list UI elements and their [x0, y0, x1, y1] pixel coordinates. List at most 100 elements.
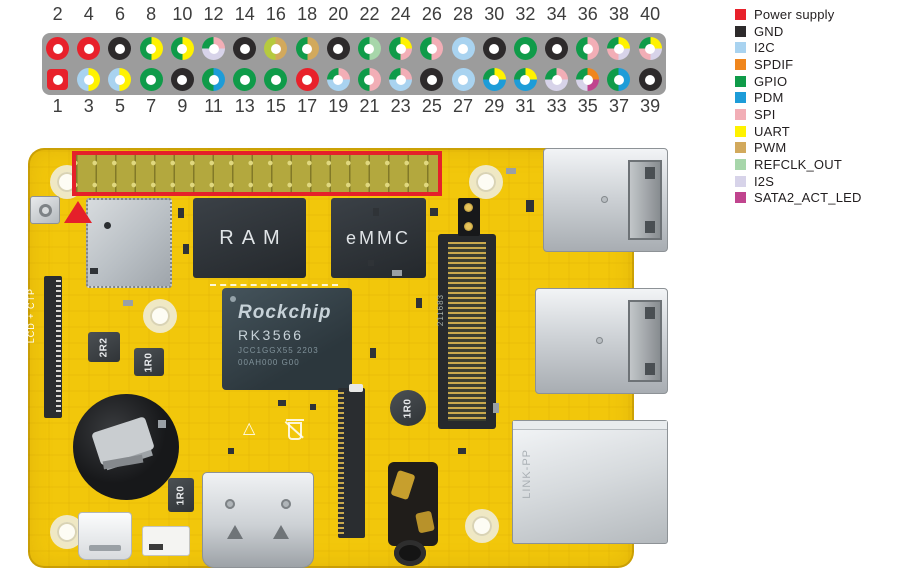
- inductor-label: 1R0: [402, 398, 414, 418]
- gpio-header-highlight: [72, 151, 442, 196]
- inductor-label: 1R0: [143, 352, 155, 372]
- usb-port-top: [543, 148, 668, 252]
- legend-label: UART: [754, 123, 790, 139]
- pin-4: [77, 37, 101, 60]
- legend-swatch: [735, 8, 746, 20]
- lcd-connector: [44, 276, 62, 418]
- legend-swatch: [735, 125, 746, 137]
- pin-17: [295, 68, 319, 91]
- legend-item-i2s: I2S: [735, 173, 862, 190]
- gpio-header-connector: [76, 155, 438, 192]
- legend-item-i2c: I2C: [735, 39, 862, 56]
- legend-swatch: [735, 92, 746, 104]
- ethernet-label: LINK-PP: [521, 449, 533, 499]
- pin-number-10: 10: [172, 4, 193, 24]
- hdmi-port: [202, 472, 314, 568]
- antenna-connector: [30, 196, 60, 224]
- legend-label: GND: [754, 23, 784, 39]
- m2-slot-pins: [448, 242, 486, 421]
- pin1-arrow: [64, 201, 92, 223]
- pin-number-26: 26: [421, 4, 442, 24]
- pin-number-35: 35: [577, 96, 598, 116]
- power-connector: [142, 526, 190, 556]
- pin-number-6: 6: [114, 4, 125, 24]
- pin-number-25: 25: [421, 96, 442, 116]
- legend-swatch: [735, 58, 746, 70]
- pin-34: [545, 37, 569, 60]
- pin-38: [607, 37, 631, 60]
- pin-number-2: 2: [52, 4, 63, 24]
- pin-19: [326, 68, 350, 91]
- pin-number-18: 18: [297, 4, 318, 24]
- legend-label: GPIO: [754, 73, 788, 89]
- mounting-hole: [57, 522, 77, 542]
- legend-item-gpio: GPIO: [735, 73, 862, 90]
- pin-number-23: 23: [390, 96, 411, 116]
- pin-31: [513, 68, 537, 91]
- soc-model-label: RK3566: [238, 327, 304, 343]
- pin-20: [326, 37, 350, 60]
- emmc-chip: eMMC: [331, 198, 426, 278]
- pin-number-13: 13: [234, 96, 255, 116]
- inductor: 2R2: [88, 332, 120, 362]
- silkscreen-dashed-line: [210, 284, 338, 286]
- pin-21: [357, 68, 381, 91]
- legend-swatch: [735, 25, 746, 37]
- legend-label: Power supply: [754, 6, 835, 22]
- pin-26: [420, 37, 444, 60]
- pin-3: [77, 68, 101, 91]
- pin-number-31: 31: [515, 96, 536, 116]
- legend-swatch: [735, 42, 746, 54]
- board-photo: RAM eMMC Rockchip RK3566 JCC1GGX55 2203 …: [26, 148, 668, 568]
- pin-number-24: 24: [390, 4, 411, 24]
- legend-label: PWM: [754, 140, 787, 156]
- pin-12: [202, 37, 226, 60]
- pin-36: [576, 37, 600, 60]
- pin-number-17: 17: [297, 96, 318, 116]
- soc-marking-line2: 00AH000 G00: [238, 358, 300, 367]
- pin-7: [139, 68, 163, 91]
- pin-10: [170, 37, 194, 60]
- legend-item-gnd: GND: [735, 23, 862, 40]
- pin-40: [638, 37, 662, 60]
- rtc-battery: [73, 394, 179, 500]
- pin-35: [576, 68, 600, 91]
- soc-chip: Rockchip RK3566 JCC1GGX55 2203 00AH000 G…: [222, 288, 352, 390]
- inductor: 1R0: [168, 478, 194, 512]
- pin-number-39: 39: [640, 96, 661, 116]
- pin-number-15: 15: [265, 96, 286, 116]
- pin-number-29: 29: [484, 96, 505, 116]
- inductor: 1R0: [390, 390, 426, 426]
- audio-jack: [388, 462, 438, 546]
- weee-symbol: [286, 419, 304, 440]
- pin-number-1: 1: [52, 96, 63, 116]
- pin-number-21: 21: [359, 96, 380, 116]
- legend-item-pdm: PDM: [735, 89, 862, 106]
- pin-39: [638, 68, 662, 91]
- legend-label: SPDIF: [754, 56, 794, 72]
- pin-row-even: [42, 37, 666, 60]
- mounting-hole: [476, 172, 496, 192]
- pin-14: [233, 37, 257, 60]
- pin-22: [357, 37, 381, 60]
- pin-33: [545, 68, 569, 91]
- ram-chip-label: RAM: [219, 226, 288, 249]
- legend-item-uart: UART: [735, 123, 862, 140]
- audio-jack-barrel: [394, 540, 426, 566]
- pin-30: [482, 37, 506, 60]
- pin-18: [295, 37, 319, 60]
- pin-header-band: [42, 33, 666, 95]
- pin-6: [108, 37, 132, 60]
- pin-27: [451, 68, 475, 91]
- pin-5: [108, 68, 132, 91]
- pin-number-7: 7: [146, 96, 157, 116]
- pin-24: [389, 37, 413, 60]
- pin-37: [607, 68, 631, 91]
- pin-number-36: 36: [577, 4, 598, 24]
- pin-28: [451, 37, 475, 60]
- mounting-hole: [150, 306, 170, 326]
- pin-number-16: 16: [265, 4, 286, 24]
- soc-marking-line1: JCC1GGX55 2203: [238, 346, 319, 355]
- pin-number-32: 32: [515, 4, 536, 24]
